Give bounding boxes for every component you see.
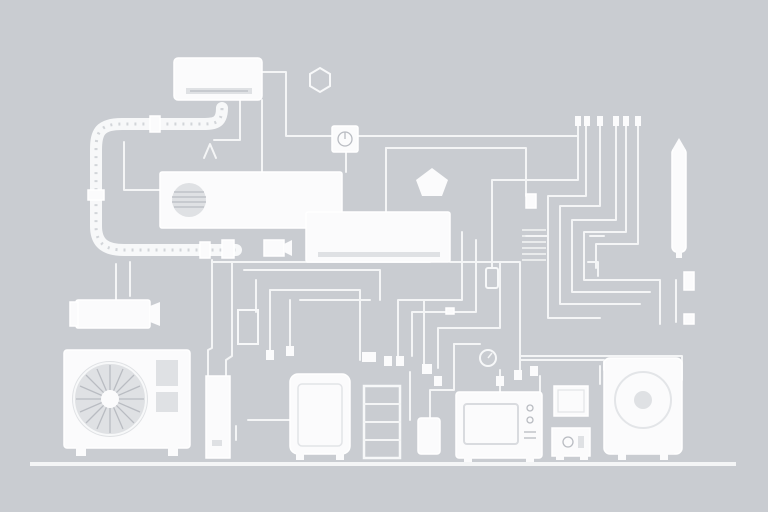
sensor-icons bbox=[445, 193, 695, 325]
pentagon-icon bbox=[416, 168, 448, 196]
projector-icon bbox=[69, 299, 160, 329]
connector-pins bbox=[575, 116, 641, 126]
wiring bbox=[115, 71, 683, 441]
radiator-icon bbox=[522, 229, 546, 261]
camera-icon bbox=[263, 239, 292, 257]
hexagon-icon bbox=[309, 66, 331, 94]
control-box-icon bbox=[551, 427, 591, 460]
ceiling-cassette-icon bbox=[305, 211, 451, 263]
microwave-icon bbox=[455, 391, 543, 462]
indoor-ac-unit-icon bbox=[173, 57, 263, 101]
outdoor-condenser-icon bbox=[63, 349, 191, 456]
air-handler-icon bbox=[159, 171, 343, 229]
gauge-icon bbox=[479, 349, 497, 367]
junction-boxes bbox=[237, 309, 538, 386]
cabinet-icon bbox=[289, 373, 351, 460]
tank-icon bbox=[417, 417, 441, 455]
monitor-icon bbox=[553, 385, 589, 417]
floor-line bbox=[30, 462, 736, 466]
water-heater-icon bbox=[205, 375, 231, 459]
tower-unit-icon bbox=[671, 138, 687, 258]
pipe-loop-icon bbox=[87, 102, 242, 259]
speaker-unit-icon bbox=[603, 357, 683, 460]
shelf-rack-icon bbox=[362, 384, 402, 460]
thermostat-icon bbox=[331, 125, 359, 153]
